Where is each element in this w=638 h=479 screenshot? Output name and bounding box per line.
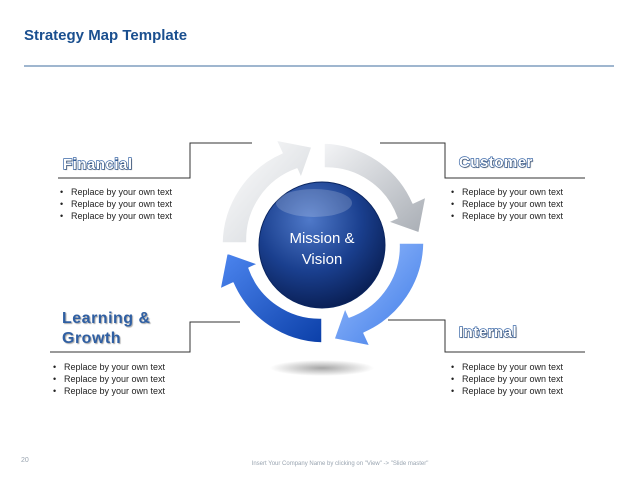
learning-growth-title: Learning & Growth: [62, 309, 151, 349]
footer-text: Insert Your Company Name by clicking on …: [251, 461, 429, 467]
connector-lines: [50, 142, 585, 353]
learning-title-line2: Growth: [62, 330, 121, 347]
arrow-segment-top-left: [221, 139, 313, 244]
learning-list: Replace by your own text Replace by your…: [50, 361, 165, 397]
list-item: Replace by your own text: [448, 361, 563, 373]
list-item: Replace by your own text: [448, 210, 563, 222]
list-item: Replace by your own text: [50, 361, 165, 373]
learning-title-line1: Learning &: [62, 310, 151, 327]
title-divider: [24, 65, 614, 67]
internal-connector: [388, 319, 585, 353]
financial-list: Replace by your own text Replace by your…: [57, 186, 172, 222]
page-number: 20: [21, 457, 29, 464]
customer-connector: [380, 142, 585, 179]
list-item: Replace by your own text: [448, 186, 563, 198]
page-title: Strategy Map Template: [24, 27, 188, 44]
financial-connector: [58, 142, 252, 179]
list-item: Replace by your own text: [57, 186, 172, 198]
arrow-segment-top-right: [323, 142, 427, 234]
sphere-highlight: [276, 189, 352, 217]
internal-title: Internal: [458, 323, 518, 341]
arrow-segment-bottom-left: [219, 252, 323, 344]
arrow-segment-bottom-right: [333, 242, 425, 347]
list-item: Replace by your own text: [50, 385, 165, 397]
center-label-line2: Vision: [302, 251, 343, 268]
center-label-line1: Mission &: [289, 230, 354, 247]
diagram-shadow: [270, 360, 374, 376]
financial-title: Financial: [62, 155, 133, 173]
list-item: Replace by your own text: [448, 385, 563, 397]
internal-list: Replace by your own text Replace by your…: [448, 361, 563, 397]
center-sphere: [258, 181, 386, 309]
learning-connector: [50, 321, 240, 353]
list-item: Replace by your own text: [57, 198, 172, 210]
customer-title: Customer: [458, 153, 534, 171]
list-item: Replace by your own text: [57, 210, 172, 222]
list-item: Replace by your own text: [448, 198, 563, 210]
list-item: Replace by your own text: [50, 373, 165, 385]
list-item: Replace by your own text: [448, 373, 563, 385]
customer-list: Replace by your own text Replace by your…: [448, 186, 563, 222]
